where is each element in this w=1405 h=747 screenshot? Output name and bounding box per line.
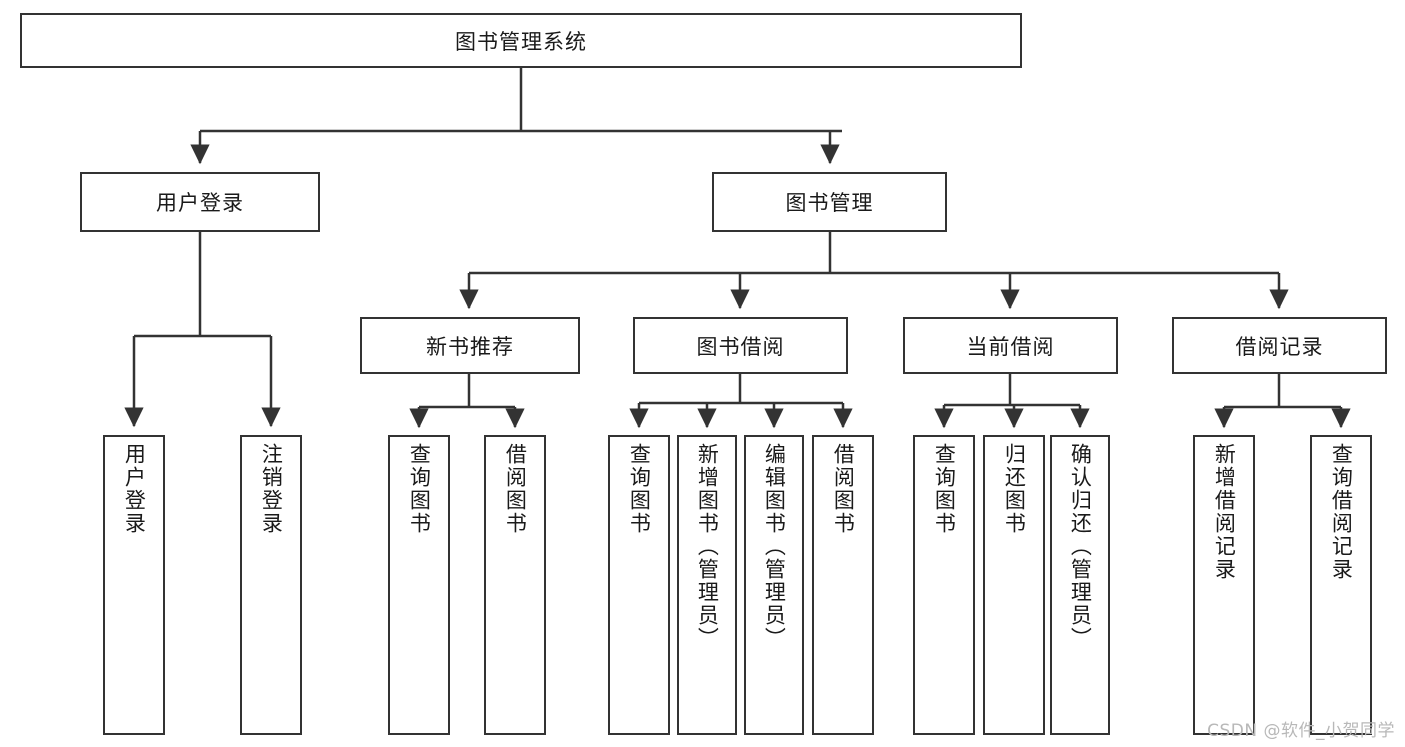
node-book-manage-label: 图书管理 xyxy=(785,191,874,215)
node-leaf-query-book-3[interactable]: 查询图书 xyxy=(913,435,975,735)
node-current-borrow[interactable]: 当前借阅 xyxy=(903,317,1118,374)
edge-group-book-manage xyxy=(459,232,1289,310)
node-book-manage[interactable]: 图书管理 xyxy=(712,172,947,232)
edge-group-user-login xyxy=(124,232,281,428)
node-leaf-borrow-book-2[interactable]: 借阅图书 xyxy=(812,435,874,735)
edge-group-new-book-recommend xyxy=(409,374,525,429)
node-leaf-query-book-1-label: 查询图书 xyxy=(407,443,432,535)
node-leaf-user-logout-label: 注销登录 xyxy=(259,443,284,535)
node-book-borrow-label: 图书借阅 xyxy=(696,334,785,359)
edge-group-book-borrow xyxy=(629,374,853,429)
node-leaf-query-book-2-label: 查询图书 xyxy=(627,443,652,535)
node-borrow-record[interactable]: 借阅记录 xyxy=(1172,317,1387,374)
node-new-book-recommend-label: 新书推荐 xyxy=(426,334,514,359)
node-new-book-recommend[interactable]: 新书推荐 xyxy=(360,317,580,374)
node-leaf-user-login[interactable]: 用户登录 xyxy=(103,435,165,735)
node-leaf-add-record-label: 新增借阅记录 xyxy=(1212,443,1237,581)
node-leaf-add-record[interactable]: 新增借阅记录 xyxy=(1193,435,1255,735)
node-leaf-borrow-book-2-label: 借阅图书 xyxy=(831,443,856,535)
node-leaf-add-book[interactable]: 新增图书（管理员） xyxy=(677,435,737,735)
node-root-label: 图书管理系统 xyxy=(455,29,587,54)
node-leaf-edit-book-label: 编辑图书（管理员） xyxy=(762,443,787,650)
node-leaf-query-book-3-label: 查询图书 xyxy=(932,443,957,535)
node-current-borrow-label: 当前借阅 xyxy=(966,334,1055,359)
node-leaf-edit-book[interactable]: 编辑图书（管理员） xyxy=(744,435,804,735)
node-leaf-confirm-return[interactable]: 确认归还（管理员） xyxy=(1050,435,1110,735)
node-leaf-query-record[interactable]: 查询借阅记录 xyxy=(1310,435,1372,735)
node-leaf-return-book-label: 归还图书 xyxy=(1002,443,1027,535)
edge-group-borrow-record xyxy=(1214,374,1351,429)
node-leaf-query-record-label: 查询借阅记录 xyxy=(1329,443,1354,581)
node-book-borrow[interactable]: 图书借阅 xyxy=(633,317,848,374)
node-leaf-user-logout[interactable]: 注销登录 xyxy=(240,435,302,735)
node-user-login[interactable]: 用户登录 xyxy=(80,172,320,232)
node-leaf-return-book[interactable]: 归还图书 xyxy=(983,435,1045,735)
node-user-login-label: 用户登录 xyxy=(156,191,244,215)
node-leaf-user-login-label: 用户登录 xyxy=(122,443,147,535)
node-leaf-query-book-1[interactable]: 查询图书 xyxy=(388,435,450,735)
node-leaf-borrow-book-1-label: 借阅图书 xyxy=(503,443,528,535)
node-root[interactable]: 图书管理系统 xyxy=(20,13,1022,68)
edge-group-root xyxy=(190,68,842,165)
node-borrow-record-label: 借阅记录 xyxy=(1235,334,1324,359)
edge-group-current-borrow xyxy=(934,374,1090,429)
node-leaf-query-book-2[interactable]: 查询图书 xyxy=(608,435,670,735)
node-leaf-borrow-book-1[interactable]: 借阅图书 xyxy=(484,435,546,735)
node-leaf-confirm-return-label: 确认归还（管理员） xyxy=(1068,443,1093,650)
node-leaf-add-book-label: 新增图书（管理员） xyxy=(695,443,720,650)
